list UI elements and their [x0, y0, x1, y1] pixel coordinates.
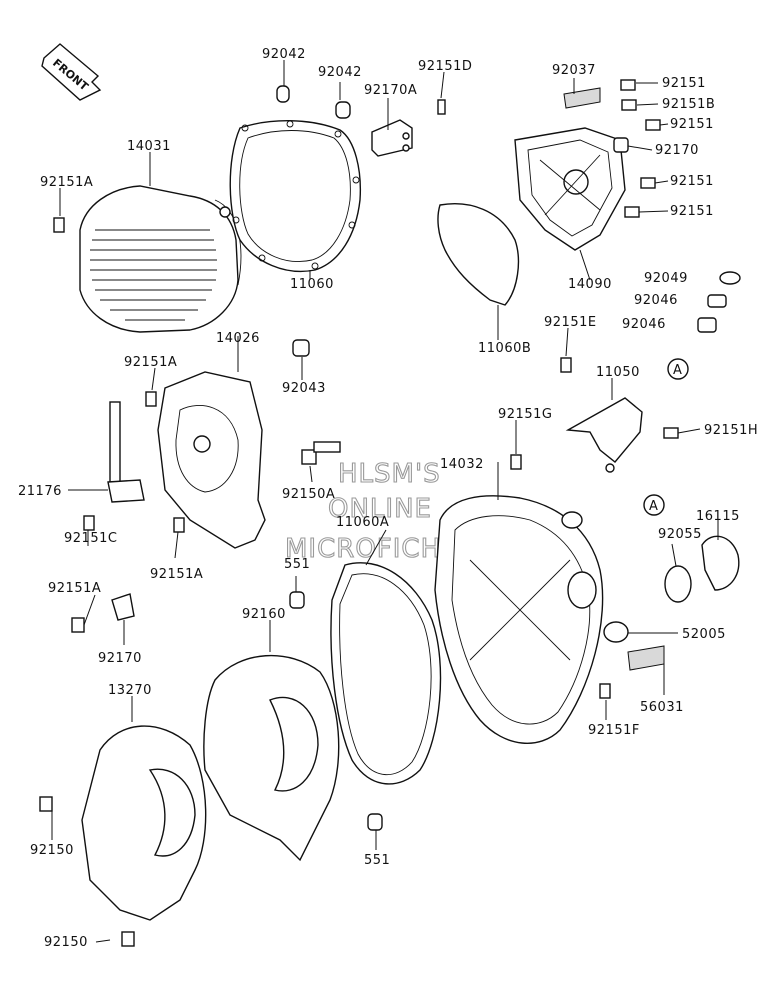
shield-92160-part: [203, 654, 340, 862]
clamp-92170a-part: [371, 119, 413, 157]
watermark: HLSM'S ONLINE MICROFICHE: [284, 458, 459, 564]
gasket-11060b-part: [437, 203, 520, 306]
shield-13270-part: [81, 725, 207, 921]
callout-label: 92151A: [150, 567, 203, 582]
cover-14090-part: [514, 127, 626, 251]
callout-label: 92170: [98, 651, 142, 666]
callout-label: 92151H: [704, 423, 758, 438]
callout-label: 92049: [644, 271, 688, 286]
callout-label: 11050: [596, 365, 640, 380]
callout-label: 92042: [262, 47, 306, 62]
clamp-92170-part: [111, 137, 629, 621]
callout-label: 551: [364, 853, 390, 868]
callout-label: 92151: [670, 204, 714, 219]
callout-label: 92151: [670, 174, 714, 189]
callout-label: 92151: [662, 76, 706, 91]
callout-label: 92151G: [498, 407, 552, 422]
gasket-11060-part: [229, 120, 362, 272]
callout-label: 56031: [640, 700, 684, 715]
label-56031-part: [627, 645, 665, 671]
callout-label: 92151: [670, 117, 714, 132]
callout-label: 92151A: [48, 581, 101, 596]
watermark-line-3: MICROFICHE: [285, 534, 459, 564]
marker-a-label: A: [649, 499, 658, 514]
callout-label: 92151C: [64, 531, 117, 546]
callout-labels: 92042 92042 92151D 92170A 92037 92151 92…: [18, 47, 758, 950]
collar-92043-part: [292, 339, 310, 357]
watermark-line-2: ONLINE: [328, 494, 432, 524]
callout-label: 11060A: [336, 515, 389, 530]
callout-label: 92160: [242, 607, 286, 622]
cap-16115-part: [701, 535, 740, 591]
callout-label: 551: [284, 557, 310, 572]
watermark-line-1: HLSM'S: [338, 459, 441, 489]
callout-label: 21176: [18, 484, 62, 499]
callout-label: 14026: [216, 331, 260, 346]
reference-marker-a-upper: A: [667, 358, 689, 380]
callout-label: 92150: [44, 935, 88, 950]
callout-label: 92046: [622, 317, 666, 332]
callout-label: 92151F: [588, 723, 640, 738]
callout-label: 92151A: [40, 175, 93, 190]
callout-label: 92151E: [544, 315, 597, 330]
callout-label: 92170A: [364, 83, 417, 98]
o-ring-92055-part: [664, 565, 692, 603]
clutch-cover-14032-part: [434, 495, 604, 744]
bracket-11050-part: [565, 397, 643, 473]
plate-92037-part: [563, 87, 601, 109]
callout-label: 52005: [682, 627, 726, 642]
callout-label: 11060: [290, 277, 334, 292]
callout-label: 16115: [696, 509, 740, 524]
callout-label: 92150: [30, 843, 74, 858]
callout-label: 92042: [318, 65, 362, 80]
callout-label: 92150A: [282, 487, 335, 502]
pin-92150a-part: [301, 441, 341, 465]
seal-52005-part: [603, 621, 629, 643]
callout-label: 92043: [282, 381, 326, 396]
gasket-11060a-part: [330, 562, 442, 785]
leader-lines: [51, 60, 719, 943]
callout-label: 92151D: [418, 59, 472, 74]
dowel-551-lower-part: [367, 813, 383, 831]
callout-label: 14032: [440, 457, 484, 472]
callout-label: 11060B: [478, 341, 531, 356]
callout-label: 92151A: [124, 355, 177, 370]
callout-label: 92037: [552, 63, 596, 78]
sensor-21176-part: [107, 401, 145, 503]
dowel-pin-part: [276, 85, 351, 119]
callout-label: 92055: [658, 527, 702, 542]
callout-label: 13270: [108, 683, 152, 698]
callout-label: 92046: [634, 293, 678, 308]
bolt-parts: [39, 79, 679, 947]
callout-label: 14031: [127, 139, 171, 154]
ring-parts: [697, 271, 741, 333]
front-arrow-icon: FRONT: [41, 43, 102, 101]
reference-marker-a-lower: A: [643, 494, 665, 516]
cover-14026-part: [157, 371, 266, 549]
callout-label: 14090: [568, 277, 612, 292]
callout-label: 92170: [655, 143, 699, 158]
marker-a-label: A: [673, 363, 682, 378]
generator-cover-part: [79, 185, 242, 333]
dowel-551-upper-part: [289, 591, 305, 609]
callout-label: 92151B: [662, 97, 715, 112]
